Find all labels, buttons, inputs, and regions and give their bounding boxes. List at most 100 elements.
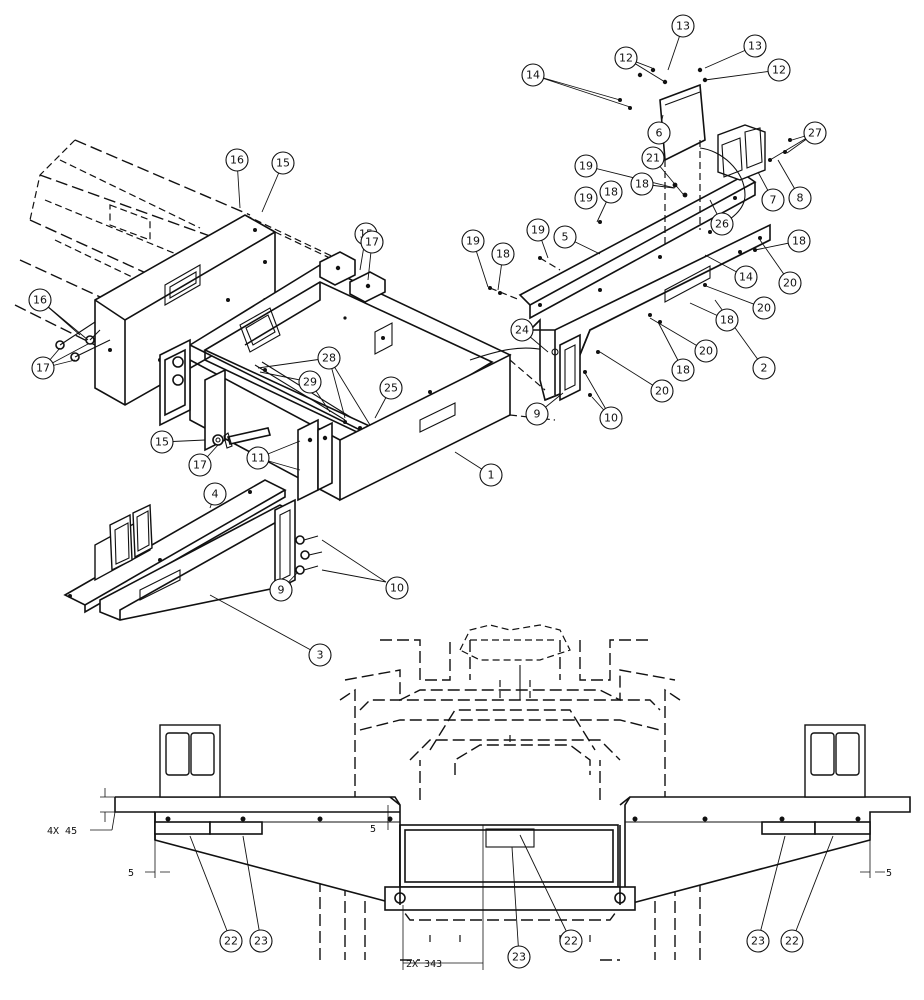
svg-text:16: 16 xyxy=(33,294,47,307)
callout-16: 16 xyxy=(225,148,249,172)
center-rear-box xyxy=(384,796,636,911)
svg-text:15: 15 xyxy=(276,157,290,170)
callout-22: 22 xyxy=(559,929,583,953)
svg-text:27: 27 xyxy=(808,127,822,140)
svg-text:20: 20 xyxy=(655,385,669,398)
svg-text:6: 6 xyxy=(656,127,663,140)
svg-text:13: 13 xyxy=(676,20,690,33)
svg-text:12: 12 xyxy=(772,64,786,77)
callout-5: 5 xyxy=(553,225,577,249)
right-rear-bumper xyxy=(624,724,911,907)
svg-text:21: 21 xyxy=(646,152,660,165)
left-hardware xyxy=(55,321,272,449)
callout-4: 4 xyxy=(203,482,227,506)
callout-25: 25 xyxy=(379,376,403,400)
callout-18: 18 xyxy=(671,358,695,382)
callout-7: 7 xyxy=(761,188,785,212)
svg-text:18: 18 xyxy=(635,178,649,191)
svg-text:17: 17 xyxy=(193,459,207,472)
svg-text:12: 12 xyxy=(619,52,633,65)
callout-6: 6 xyxy=(647,121,671,145)
callout-27: 27 xyxy=(803,121,827,145)
svg-text:23: 23 xyxy=(751,935,765,948)
svg-text:18: 18 xyxy=(496,248,510,261)
callout-20: 20 xyxy=(650,379,674,403)
callout-17: 17 xyxy=(360,230,384,254)
svg-text:28: 28 xyxy=(322,352,336,365)
callout-23: 23 xyxy=(249,929,273,953)
callout-28: 28 xyxy=(317,346,341,370)
svg-text:20: 20 xyxy=(757,302,771,315)
svg-text:22: 22 xyxy=(564,935,578,948)
svg-text:14: 14 xyxy=(526,69,540,82)
left-bumper-arm xyxy=(63,479,323,621)
callout-13: 13 xyxy=(743,34,767,58)
exploded-view xyxy=(14,67,792,621)
callout-29: 29 xyxy=(298,370,322,394)
svg-text:18: 18 xyxy=(604,186,618,199)
svg-text:7: 7 xyxy=(770,194,777,207)
svg-text:19: 19 xyxy=(466,235,480,248)
svg-text:20: 20 xyxy=(783,277,797,290)
callouts: 1 2 3 4 5 6 7 8 9 9 10 10 11 12 12 13 13… xyxy=(28,14,827,969)
dim-gap-right: 5 xyxy=(886,868,892,879)
svg-text:14: 14 xyxy=(739,271,753,284)
svg-text:18: 18 xyxy=(676,364,690,377)
callout-17: 17 xyxy=(188,453,212,477)
svg-text:2: 2 xyxy=(761,362,768,375)
svg-text:22: 22 xyxy=(224,935,238,948)
svg-text:18: 18 xyxy=(720,314,734,327)
svg-text:19: 19 xyxy=(531,224,545,237)
svg-text:3: 3 xyxy=(317,649,324,662)
callout-9: 9 xyxy=(525,402,549,426)
dim-spacing: 2X 343 xyxy=(406,959,442,970)
callout-17: 17 xyxy=(31,356,55,380)
svg-text:9: 9 xyxy=(278,584,285,597)
svg-text:1: 1 xyxy=(488,469,495,482)
svg-text:23: 23 xyxy=(254,935,268,948)
svg-text:24: 24 xyxy=(515,324,529,337)
callout-18: 18 xyxy=(715,308,739,332)
svg-text:10: 10 xyxy=(604,412,618,425)
callout-18: 18 xyxy=(630,172,654,196)
callout-9: 9 xyxy=(269,578,293,602)
callout-19: 19 xyxy=(574,186,598,210)
svg-text:23: 23 xyxy=(512,951,526,964)
callout-10: 10 xyxy=(599,406,623,430)
svg-text:11: 11 xyxy=(251,452,265,465)
svg-text:18: 18 xyxy=(792,235,806,248)
callout-23: 23 xyxy=(746,929,770,953)
svg-text:29: 29 xyxy=(303,376,317,389)
callout-16: 16 xyxy=(28,288,52,312)
svg-text:19: 19 xyxy=(579,192,593,205)
svg-text:25: 25 xyxy=(384,382,398,395)
callout-23: 23 xyxy=(507,945,531,969)
callout-22: 22 xyxy=(219,929,243,953)
callout-20: 20 xyxy=(778,271,802,295)
callout-19: 19 xyxy=(526,218,550,242)
callout-1: 1 xyxy=(479,463,503,487)
left-rear-bumper xyxy=(114,724,401,907)
svg-text:8: 8 xyxy=(797,192,804,205)
svg-text:16: 16 xyxy=(230,154,244,167)
svg-text:19: 19 xyxy=(579,160,593,173)
callout-18: 18 xyxy=(491,242,515,266)
svg-text:17: 17 xyxy=(36,362,50,375)
callout-14: 14 xyxy=(734,265,758,289)
svg-text:5: 5 xyxy=(562,231,569,244)
callout-12: 12 xyxy=(767,58,791,82)
callout-12: 12 xyxy=(614,46,638,70)
callout-20: 20 xyxy=(694,339,718,363)
rear-box-frame xyxy=(159,251,566,502)
callout-24: 24 xyxy=(510,318,534,342)
callout-10: 10 xyxy=(385,576,409,600)
svg-text:4: 4 xyxy=(212,488,219,501)
callout-26: 26 xyxy=(710,212,734,236)
callout-20: 20 xyxy=(752,296,776,320)
rear-view xyxy=(90,624,911,970)
callout-3: 3 xyxy=(308,643,332,667)
svg-text:9: 9 xyxy=(534,408,541,421)
dimension-labels: 4X 45 5 5 5 2X 343 xyxy=(47,824,892,970)
callout-11: 11 xyxy=(246,446,270,470)
callout-15: 15 xyxy=(150,430,174,454)
